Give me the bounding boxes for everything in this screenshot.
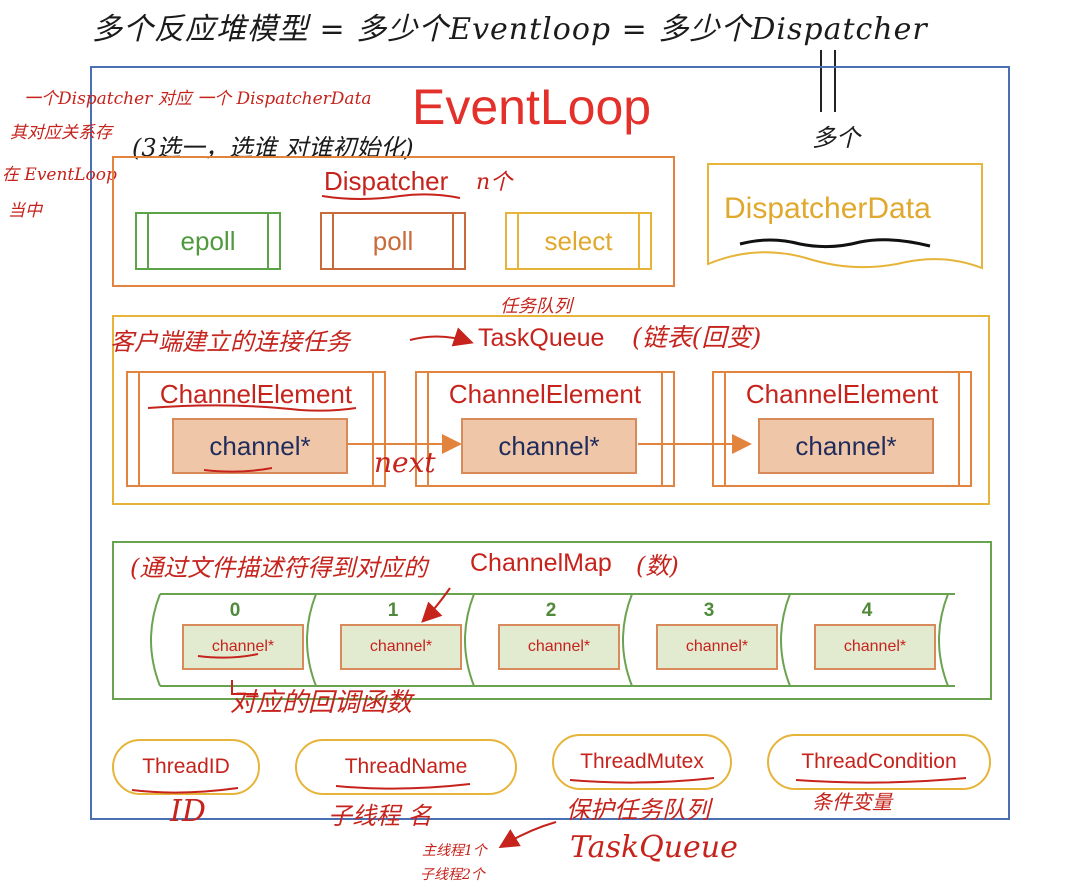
channel-element-title: ChannelElement [745,379,939,409]
map-channel-node: channel* [656,624,778,670]
epoll-node: epoll [135,212,281,270]
dispatcher-data-relation-note: 一个Dispatcher 对应 一个 DispatcherData [24,89,372,109]
taskqueue-box [112,315,990,505]
channel-node: channel* [758,418,934,474]
main-thread-note: 主线程1个 [422,843,487,859]
thread-name-note: 子线程 名 [328,802,432,830]
channelmap-array-shape [150,593,955,687]
map-channel-node: channel* [182,624,304,670]
relation-stored-note: 其对应关系存 [10,123,112,143]
top-note: 多个反应堆模型 = 多少个Eventloop = 多少个Dispatcher [92,12,928,47]
channelmap-box [112,541,992,700]
map-channel-node: channel* [498,624,620,670]
poll-node: poll [320,212,466,270]
thread-mutex-oval: ThreadMutex [552,734,732,790]
map-index: 2 [545,600,557,621]
channel-element-title: ChannelElement [159,379,353,409]
task-queue-note: 任务队列 [500,296,572,317]
map-channel-node: channel* [814,624,936,670]
eventloop-title: EventLoop [412,79,652,135]
mutex-taskqueue-note: TaskQueue [570,830,738,865]
linked-list-note: (链表(回变) [632,323,762,352]
thread-condition-oval: ThreadCondition [767,734,991,790]
channel-element-title: ChannelElement [448,379,642,409]
dispatcher-box [112,156,675,287]
taskqueue-label: TaskQueue [478,324,605,352]
connection-task-note: 客户端建立的连接任务 [110,328,350,356]
callback-note: 对应的回调函数 [230,688,413,718]
map-index: 4 [861,600,873,621]
in-eventloop-note: 在 EventLoop [2,165,117,185]
channel-element: ChannelElement channel* [415,371,675,487]
channelmap-count-note: (数) [636,552,679,580]
dispatcher-count-note: n个 [476,170,513,195]
map-channel-node: channel* [340,624,462,670]
next-note: next [374,446,436,479]
equals-line [820,50,836,112]
condition-note: 条件变量 [812,790,892,814]
mutex-protect-note: 保护任务队列 [566,796,710,824]
select-node: select [505,212,652,270]
channel-element: ChannelElement channel* [712,371,972,487]
many-note: 多个 [812,124,860,152]
thread-id-oval: ThreadID [112,739,260,795]
map-index: 1 [387,600,399,621]
channel-element: ChannelElement channel* [126,371,386,487]
dispatcher-data-shape [707,163,983,270]
thread-arrow [498,821,557,849]
map-index: 3 [703,600,715,621]
thread-id-note: ID [170,794,206,829]
channel-node: channel* [172,418,348,474]
channelmap-note: (通过文件描述符得到对应的 [130,554,428,582]
dispatcher-label: Dispatcher [324,166,449,196]
sub-thread-note: 子线程2个 [420,867,485,883]
channelmap-label: ChannelMap [470,549,612,577]
channel-node: channel* [461,418,637,474]
thread-name-oval: ThreadName [295,739,517,795]
map-index: 0 [229,600,241,621]
among-note: 当中 [8,201,42,221]
dispatcher-data-label: DispatcherData [724,192,931,225]
eventloop-box [90,66,1010,820]
